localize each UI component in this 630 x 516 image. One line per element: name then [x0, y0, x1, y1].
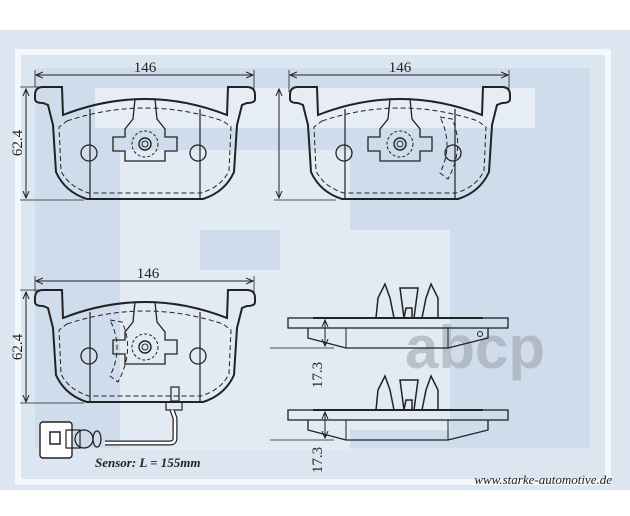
pad-side-view-2: 17.3 — [270, 375, 509, 473]
sensor-length-note: Sensor: L = 155mm — [95, 455, 201, 470]
thickness-dimension: 17.3 — [310, 447, 326, 473]
background-logo — [0, 30, 630, 490]
thickness-dimension: 17.3 — [310, 362, 326, 388]
width-dimension: 146 — [134, 60, 157, 76]
pad-side-view-1: 17.3 — [270, 283, 509, 388]
height-dimension: 62.4 — [10, 333, 26, 360]
pad-front-view-sensor: 146 62.4 Sensor: L = 155mm — [10, 266, 256, 470]
height-dimension: 62.4 — [10, 129, 26, 156]
width-dimension: 146 — [389, 60, 412, 76]
pad-front-view-2: 146 — [274, 60, 511, 201]
website-url: www.starke-automotive.de — [474, 472, 612, 487]
width-dimension: 146 — [137, 266, 160, 282]
pad-front-view-1: 146 62.4 — [10, 60, 256, 201]
wear-sensor-cable — [39, 386, 183, 459]
